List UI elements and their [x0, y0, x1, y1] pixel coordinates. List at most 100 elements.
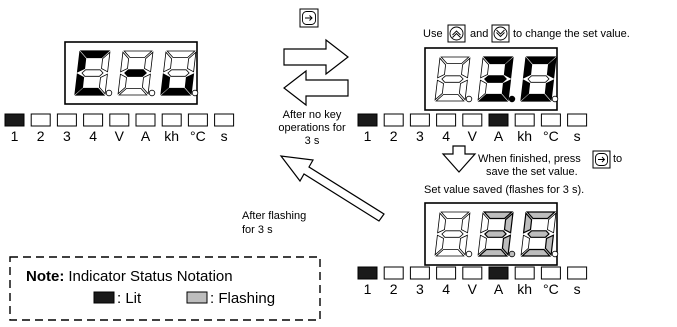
display-left-digit-2-segment-a	[123, 50, 153, 58]
down-arrow-key-icon	[491, 24, 510, 43]
right-top-indicator-label-7: kh	[517, 128, 532, 144]
display-right-top-digit-3-segment-g	[527, 75, 550, 83]
right-top-indicator-label-9: s	[574, 128, 581, 144]
display-right-bottom-digit-3-segment-a	[525, 211, 557, 220]
display-right-top-digit-1-segment-g	[441, 75, 464, 83]
display-right-top	[424, 47, 559, 111]
arrow-diagonal	[279, 155, 385, 222]
display-right-bottom-digit-2-segment-f	[480, 212, 490, 234]
left-indicator-label-4: 4	[89, 128, 97, 144]
use-text: Use	[423, 28, 443, 40]
right-top-indicator-label-3: 3	[416, 128, 424, 144]
left-indicator-6	[135, 113, 156, 127]
left-indicator-label-6: A	[141, 128, 151, 144]
display-right-bottom-digit-3-segment-g	[527, 230, 550, 238]
left-indicator-4	[83, 113, 104, 127]
display-left-digit-1-segment-c	[98, 73, 108, 95]
when-finished-text: When finished, press	[478, 153, 581, 165]
right-bottom-indicator-label-2: 2	[390, 281, 398, 297]
display-left-digit-3-segment-e	[160, 73, 171, 96]
display-right-bottom-digit-1-segment-b	[461, 212, 471, 234]
left-indicator-label-7: kh	[164, 128, 179, 144]
display-right-top-digit-1-segment-d	[435, 94, 465, 102]
left-indicator-5	[109, 113, 130, 127]
right-bottom-indicator-label-7: kh	[517, 281, 532, 297]
display-right-top-digit-3-segment-b	[546, 56, 557, 79]
right-bottom-indicator-label-1: 1	[364, 281, 372, 297]
display-right-bottom-digit-2-segment-g	[484, 230, 507, 238]
display-right-top-digit-3-segment-e	[520, 79, 531, 102]
right-bottom-indicator-label-5: V	[468, 281, 478, 297]
after-flashing-line1: After flashing	[242, 210, 306, 222]
display-left-decimal-point-2	[148, 89, 156, 97]
left-indicator-7	[161, 113, 182, 127]
arrow-right	[283, 38, 349, 76]
note-box: Note:Indicator Status Notation : Lit : F…	[9, 256, 321, 321]
display-right-top-digit-3-segment-f	[522, 56, 533, 79]
display-left	[64, 41, 199, 105]
right-top-indicator-8	[540, 113, 561, 127]
left-indicator-label-9: s	[221, 128, 228, 144]
right-bottom-indicator-label-3: 3	[416, 281, 424, 297]
display-left-decimal-point-3	[191, 89, 199, 97]
display-right-bottom-digit-3-segment-b	[547, 212, 557, 234]
display-left-digit-2-segment-e	[117, 73, 127, 95]
left-indicator-label-2: 2	[37, 128, 45, 144]
display-right-bottom-digit-3-segment-d	[520, 248, 552, 257]
display-right-top-digit-2-segment-f	[480, 57, 490, 79]
up-arrow-key-icon	[447, 24, 466, 43]
change-set-value-text: to change the set value.	[513, 28, 630, 40]
display-right-top-digit-3-segment-a	[525, 56, 557, 65]
right-top-indicator-2	[383, 113, 404, 127]
display-right-top-digit-1-segment-c	[458, 79, 468, 101]
left-indicator-1	[4, 113, 25, 127]
left-indicator-label-3: 3	[63, 128, 71, 144]
display-left-digit-2-segment-f	[120, 51, 130, 73]
right-top-indicator-1	[357, 113, 378, 127]
display-left-digit-3-segment-d	[160, 87, 192, 96]
display-right-bottom-decimal-point-1	[465, 250, 473, 258]
display-left-digit-1-segment-f	[76, 50, 87, 73]
display-right-top-digit-2-segment-g	[484, 75, 507, 83]
right-top-indicator-5	[462, 113, 483, 127]
display-left-digit-3-segment-a	[166, 50, 196, 58]
display-left-digit-1-segment-g	[81, 69, 104, 77]
display-left-digit-2-segment-d	[118, 88, 148, 96]
right-top-indicator-4	[436, 113, 457, 127]
right-bottom-indicator-label-9: s	[574, 281, 581, 297]
display-left-decimal-point-1	[105, 89, 113, 97]
display-right-bottom	[424, 202, 559, 266]
right-top-indicator-7	[514, 113, 535, 127]
display-right-top-digit-1-segment-e	[434, 79, 444, 101]
right-top-indicator-label-5: V	[468, 128, 478, 144]
display-left-digit-3-segment-b	[187, 51, 197, 73]
display-left-digit-3-segment-c	[184, 73, 195, 96]
mode-key-icon	[299, 8, 319, 28]
after-flashing-line2: for 3 s	[242, 224, 273, 236]
left-indicator-label-8: °C	[190, 128, 206, 144]
display-right-bottom-digit-1-segment-d	[435, 249, 465, 257]
display-right-bottom-digit-1-segment-g	[441, 230, 464, 238]
display-right-top-digit-2-segment-a	[482, 56, 514, 65]
after-no-key-line1: After no key	[283, 109, 342, 121]
right-bottom-indicator-label-6: A	[494, 281, 504, 297]
after-no-key-line3: 3 s	[305, 135, 320, 147]
display-left-digit-1-segment-d	[74, 87, 106, 96]
right-bottom-indicator-1	[357, 266, 378, 280]
display-left-digit-2-segment-g	[124, 69, 147, 77]
right-bottom-indicator-9	[567, 266, 588, 280]
left-indicator-2	[30, 113, 51, 127]
display-left-digit-1-segment-a	[79, 50, 111, 59]
lit-label: : Lit	[117, 290, 142, 307]
display-right-bottom-decimal-point-2	[508, 250, 516, 258]
after-no-key-line2: operations for	[278, 122, 346, 134]
note-title: Note:Indicator Status Notation	[26, 268, 233, 285]
flashing-swatch	[186, 291, 208, 304]
display-right-top-digit-2-segment-e	[477, 79, 487, 101]
display-right-bottom-digit-1-segment-c	[458, 234, 468, 256]
right-bottom-indicator-7	[514, 266, 535, 280]
when-finished-to-text: to	[613, 153, 622, 165]
left-indicator-label-1: 1	[11, 128, 19, 144]
